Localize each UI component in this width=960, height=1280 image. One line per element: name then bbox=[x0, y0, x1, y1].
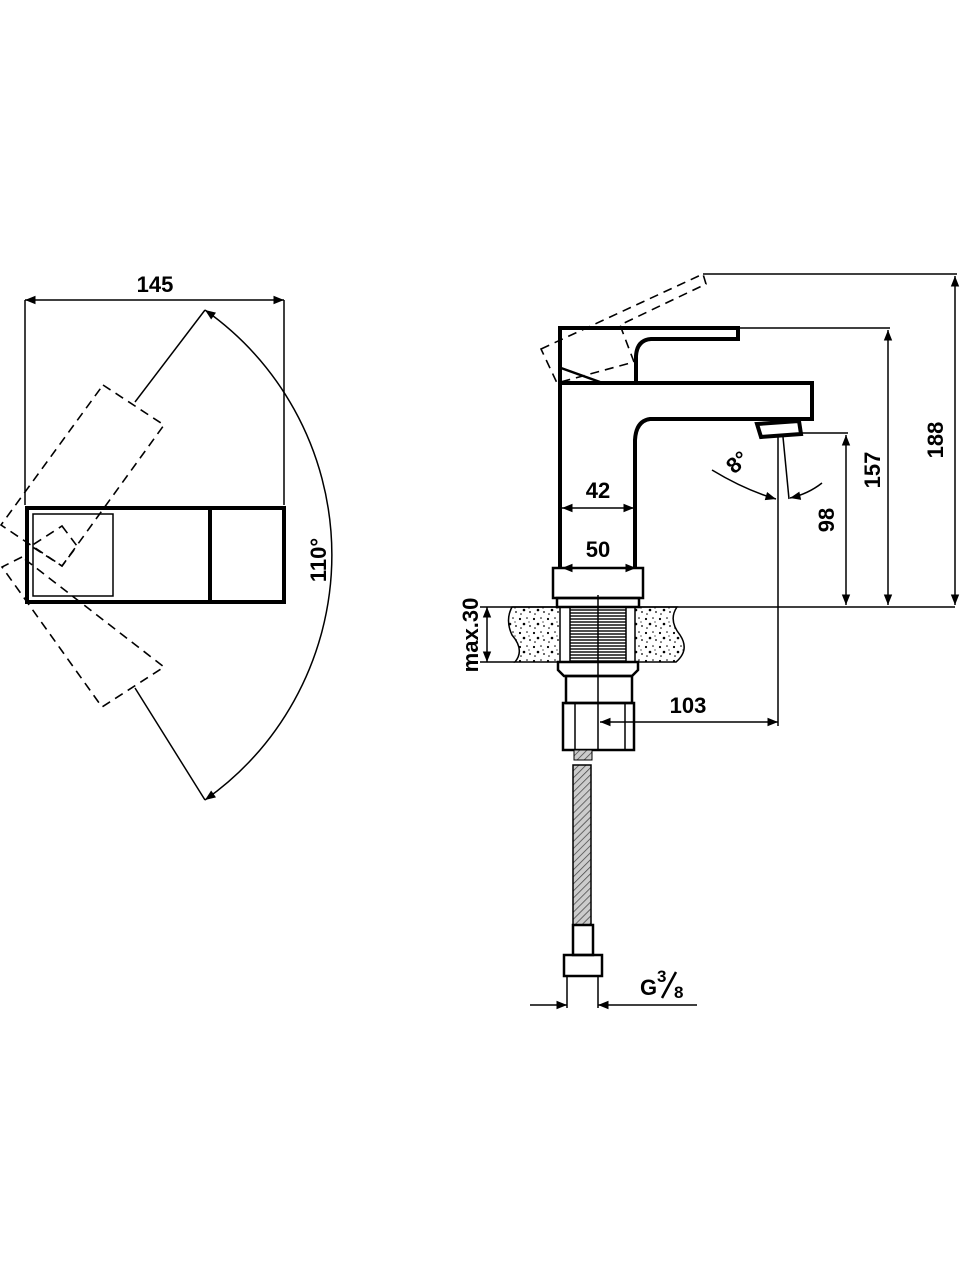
shank bbox=[564, 674, 634, 705]
countertop-section-right bbox=[634, 606, 685, 663]
swivel-angle-label: 110° bbox=[306, 538, 331, 582]
body-width-label: 42 bbox=[586, 478, 610, 503]
handle-pivot-outline bbox=[29, 524, 78, 568]
base-flange bbox=[555, 596, 641, 609]
angle-extension-line bbox=[134, 309, 206, 403]
aerator-angle-arc bbox=[789, 482, 823, 500]
handle-bevel-line bbox=[560, 366, 601, 384]
hose-ferrule bbox=[571, 923, 595, 957]
braided-hose bbox=[572, 764, 592, 926]
spout-reach-label: 103 bbox=[670, 693, 707, 718]
base-width-label: 50 bbox=[586, 537, 610, 562]
handle-height-label: 157 bbox=[860, 452, 885, 489]
swivel-angle-arc bbox=[204, 309, 333, 801]
top-view: 145 110° bbox=[0, 272, 333, 801]
base-ring bbox=[551, 566, 645, 600]
thread-size-prefix: G bbox=[640, 975, 657, 1000]
spout-height-label: 98 bbox=[814, 508, 839, 532]
handle-inner-outline bbox=[32, 513, 114, 597]
hose-stub bbox=[573, 749, 593, 761]
thread-size-label: G 3 8 bbox=[640, 967, 683, 1002]
aerator-angle-label: 8° bbox=[721, 446, 753, 479]
thread-size-numerator: 3 bbox=[657, 967, 666, 986]
countertop-section-left bbox=[507, 606, 561, 663]
angle-extension-line bbox=[134, 687, 206, 801]
aerator bbox=[754, 418, 804, 440]
counter-thickness-label: max.30 bbox=[458, 598, 483, 673]
handle-outline bbox=[558, 326, 740, 383]
aerator-angle-line bbox=[782, 436, 790, 500]
width-dimension-label: 145 bbox=[137, 272, 174, 297]
thread-size-denominator: 8 bbox=[674, 983, 683, 1002]
aerator-angle-arc bbox=[711, 469, 777, 501]
fraction-slash bbox=[660, 971, 678, 999]
faucet-body-outline bbox=[558, 381, 814, 568]
side-view: max.30 G 3 8 42 50 bbox=[458, 272, 960, 1010]
handle-top-outline bbox=[25, 506, 286, 604]
total-height-label: 188 bbox=[923, 422, 948, 459]
hose-nut bbox=[562, 953, 604, 978]
